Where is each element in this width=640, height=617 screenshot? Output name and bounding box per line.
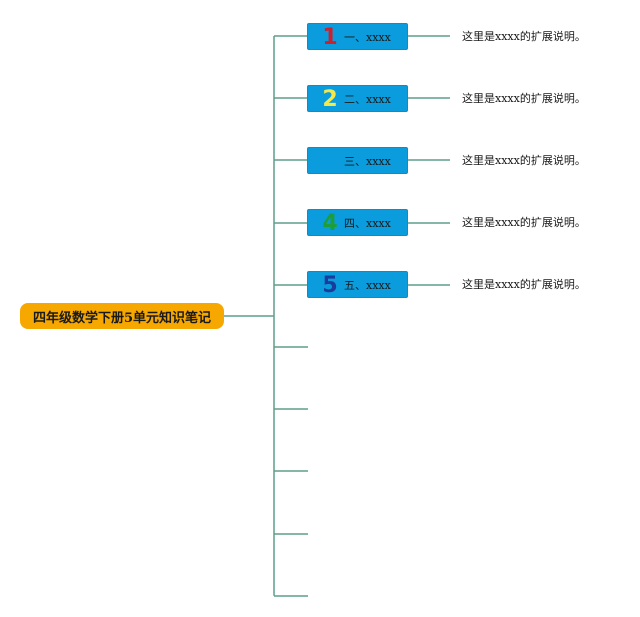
branch-description-1: 这里是xxxx的扩展说明。 <box>462 30 586 43</box>
branch-label-1: 一、xxxx <box>344 31 391 44</box>
branch-label-2: 二、xxxx <box>344 93 391 106</box>
branch-label-5: 五、xxxx <box>344 279 391 292</box>
branch-description-4: 这里是xxxx的扩展说明。 <box>462 216 586 229</box>
branch-description-2: 这里是xxxx的扩展说明。 <box>462 92 586 105</box>
branch-node-5[interactable]: 5 五、xxxx <box>307 271 408 298</box>
branch-number-2: 2 <box>322 87 338 112</box>
root-node-label: 四年级数学下册5单元知识笔记 <box>32 310 212 326</box>
branch-number-4: 4 <box>322 211 338 236</box>
branch-label-4: 四、xxxx <box>344 217 391 230</box>
branch-node-2[interactable]: 2 二、xxxx <box>307 85 408 112</box>
branch-label-3: 三、xxxx <box>344 155 391 168</box>
branch-node-4[interactable]: 4 四、xxxx <box>307 209 408 236</box>
branch-description-5: 这里是xxxx的扩展说明。 <box>462 278 586 291</box>
branch-node-3[interactable]: 三、xxxx <box>307 147 408 174</box>
root-node[interactable]: 四年级数学下册5单元知识笔记 <box>20 303 224 329</box>
branch-number-5: 5 <box>322 273 338 298</box>
branch-description-3: 这里是xxxx的扩展说明。 <box>462 154 586 167</box>
branch-node-1[interactable]: 1 一、xxxx <box>307 23 408 50</box>
branch-number-1: 1 <box>322 25 338 50</box>
connector-lines <box>224 35 450 597</box>
